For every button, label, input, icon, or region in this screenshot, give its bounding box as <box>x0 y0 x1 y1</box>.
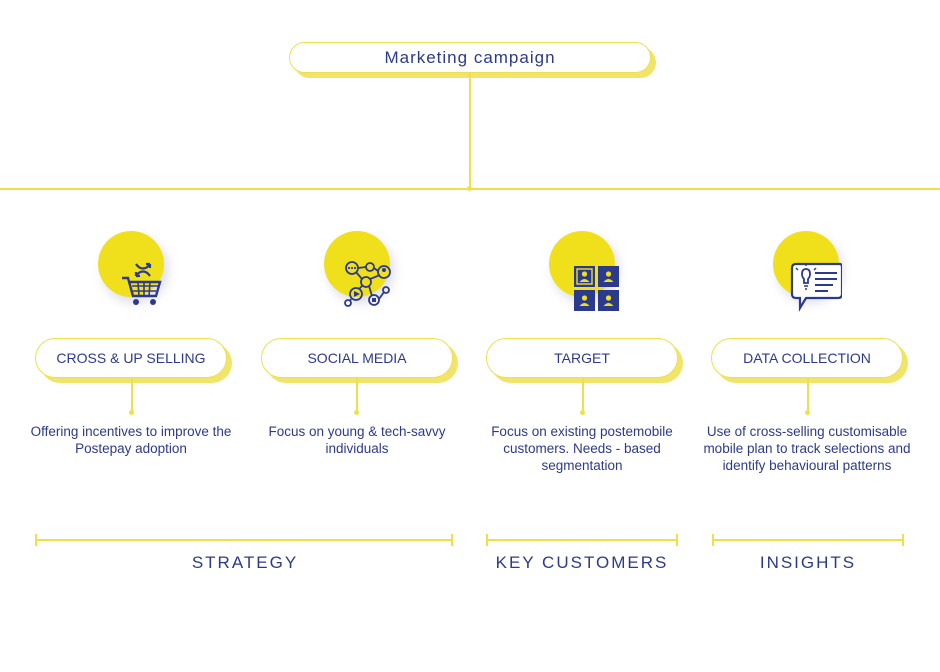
node-title: DATA COLLECTION <box>743 350 871 366</box>
connector-junction <box>467 186 472 191</box>
section-label-insights: INSIGHTS <box>759 553 857 572</box>
customer-grid-icon <box>574 266 619 311</box>
section-bracket-insights <box>712 534 904 546</box>
node-connector-dot <box>805 410 810 415</box>
section-bracket-strategy <box>35 534 453 546</box>
root-node-marketing-campaign: Marketing campaign <box>289 42 651 73</box>
node-connector-dot <box>580 410 585 415</box>
node-connector-dot <box>354 410 359 415</box>
node-connector <box>356 378 358 412</box>
node-title: TARGET <box>554 350 610 366</box>
node-connector <box>807 378 809 412</box>
node-connector-dot <box>129 410 134 415</box>
shopping-cart-icon <box>122 262 162 305</box>
node-target: TARGET <box>486 338 678 378</box>
node-connector <box>582 378 584 412</box>
node-description: Focus on young & tech-savvy individuals <box>268 424 446 456</box>
section-label-strategy: STRATEGY <box>191 553 299 572</box>
node-description: Focus on existing postemobile customers.… <box>491 424 673 473</box>
section-label-key-customers: KEY CUSTOMERS <box>495 553 669 572</box>
node-description: Use of cross-selling customisable mobile… <box>703 424 911 473</box>
section-bracket-key-customers <box>486 534 678 546</box>
node-title: SOCIAL MEDIA <box>307 350 407 366</box>
node-data-collection: DATA COLLECTION <box>711 338 903 378</box>
root-node-label: Marketing campaign <box>384 47 556 67</box>
node-cross-up-selling: CROSS & UP SELLING <box>35 338 227 378</box>
node-connector <box>131 378 133 412</box>
node-title: CROSS & UP SELLING <box>56 350 206 366</box>
social-network-icon <box>344 261 391 307</box>
insight-chat-icon <box>790 262 842 312</box>
node-description: Offering incentives to improve the Poste… <box>30 424 232 456</box>
root-connector <box>469 73 471 188</box>
node-social-media: SOCIAL MEDIA <box>261 338 453 378</box>
